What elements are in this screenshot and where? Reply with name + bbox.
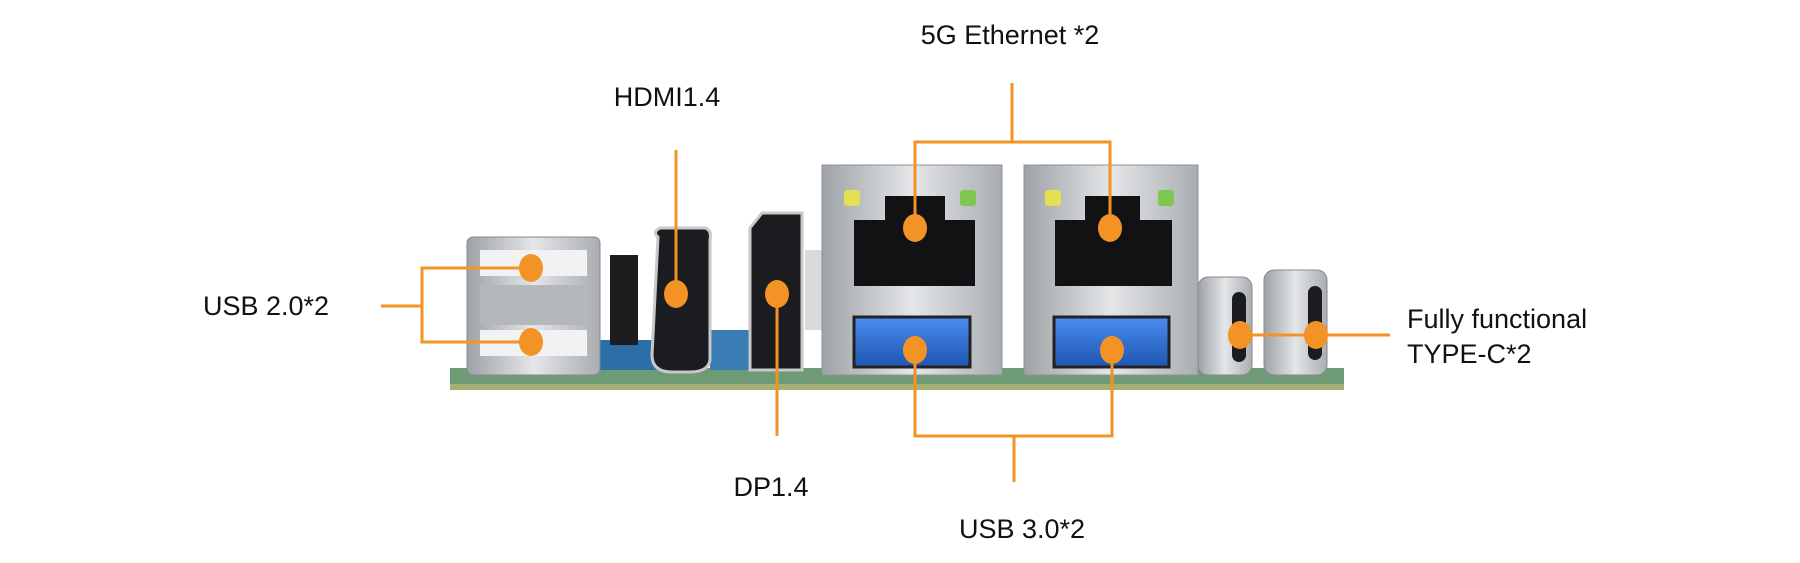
hdmi-label: HDMI1.4: [613, 82, 721, 112]
ethernet-label: 5G Ethernet *2: [920, 20, 1100, 50]
typec-label-line2: TYPE-C*2: [1407, 339, 1532, 369]
usb3-label: USB 3.0*2: [958, 514, 1086, 544]
dp-label: DP1.4: [733, 472, 809, 502]
callout-lines: [381, 83, 1390, 482]
typec-ports: [1197, 269, 1328, 376]
typec-label-line1: Fully functional: [1407, 304, 1588, 334]
usb2-label: USB 2.0*2: [203, 291, 330, 321]
callout-dots: [519, 214, 1328, 364]
